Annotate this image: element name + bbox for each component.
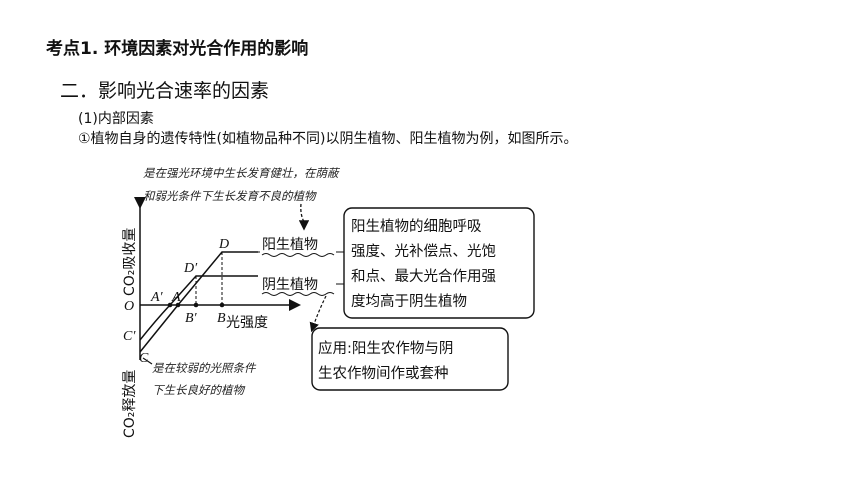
y-axis-upper-label: CO₂吸收量 [122, 228, 138, 296]
note-top-line1: 是在强光环境中生长发育健壮，在荫蔽 [143, 166, 341, 180]
sun-box-line-4: 度均高于阴生植物 [351, 293, 467, 310]
application-line-2: 生农作物间作或套种 [318, 365, 449, 382]
sun-box-line-1: 阳生植物的细胞呼吸 [351, 218, 482, 235]
note-bottom-line2: 下生长良好的植物 [152, 383, 245, 397]
application-box [311, 327, 509, 391]
label-B-prime: B′ [185, 311, 198, 326]
shade-plant-label: 阴生植物 [262, 277, 318, 293]
shade-plant-wavy-underline [261, 292, 335, 296]
label-D-prime: D′ [183, 261, 198, 276]
label-origin: O [124, 299, 134, 314]
note-top-arrow [298, 203, 310, 231]
label-A-prime: A′ [150, 290, 164, 305]
note-bottom-pointer [142, 357, 153, 365]
point-A-prime [167, 302, 173, 308]
application-line-1: 应用:阳生农作物与阴 [318, 339, 453, 357]
application-arrow [309, 295, 327, 333]
section-heading: 二．影响光合速率的因素 [60, 80, 270, 102]
sun-plant-label: 阳生植物 [262, 237, 318, 253]
sun-plant-box [343, 207, 535, 319]
sub-heading: (1)内部因素 [78, 111, 154, 127]
label-D: D [218, 237, 229, 252]
label-A: A [171, 290, 181, 305]
page-title: 考点1. 环境因素对光合作用的影响 [46, 39, 309, 59]
x-axis-label: 光强度 [226, 315, 268, 331]
label-C-prime: C′ [123, 329, 136, 344]
sun-box-line-2: 强度、光补偿点、光饱 [351, 243, 496, 260]
point-A [175, 302, 181, 308]
description-text: ①植物自身的遗传特性(如植物品种不同)以阴生植物、阳生植物为例，如图所示。 [78, 131, 578, 147]
note-bottom-line1: 是在较弱的光照条件 [152, 361, 257, 375]
label-B: B [217, 311, 226, 326]
sun-box-line-3: 和点、最大光合作用强 [351, 268, 496, 285]
point-B [219, 302, 225, 308]
y-axis-lower-label: CO₂释放量 [122, 370, 138, 438]
sun-plant-wavy-underline [261, 253, 335, 257]
note-top-line2: 和弱光条件下生长发育不良的植物 [143, 189, 317, 203]
point-B-prime [193, 302, 199, 308]
